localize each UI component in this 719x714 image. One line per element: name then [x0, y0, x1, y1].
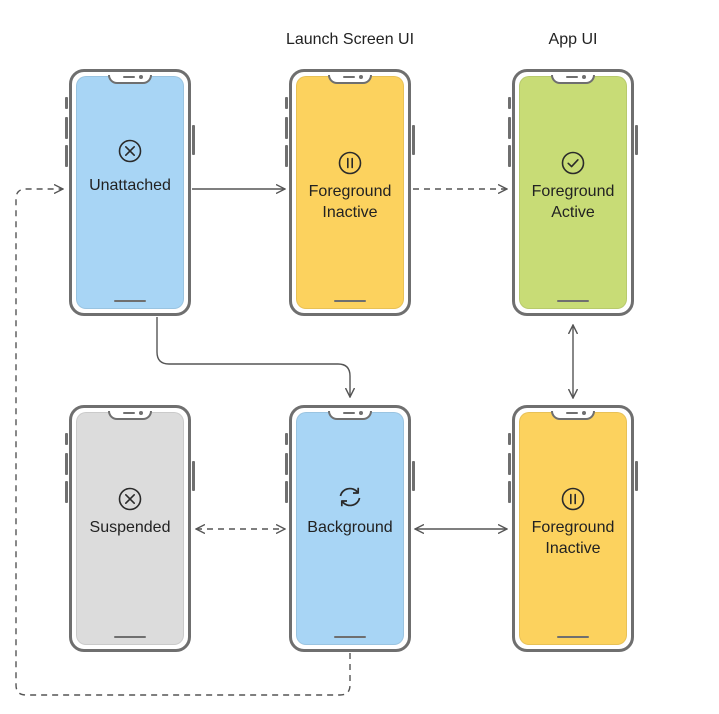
- phone-volume-button: [508, 145, 511, 167]
- phone-screen: [519, 412, 627, 645]
- phone-home-indicator: [557, 636, 589, 638]
- phone-volume-button: [508, 433, 511, 445]
- phone-speaker: [343, 412, 355, 414]
- state-label: Background: [289, 517, 411, 538]
- phone-background: Background: [285, 405, 415, 652]
- phone-screen: [519, 76, 627, 309]
- state-label-line: Background: [307, 519, 393, 536]
- pause-circle-icon: [338, 151, 362, 175]
- phone-camera: [582, 75, 586, 79]
- phone-unattached: Unattached: [65, 69, 195, 316]
- phone-volume-button: [508, 117, 511, 139]
- state-label-line: Active: [551, 204, 595, 221]
- pause-circle-icon: [561, 487, 585, 511]
- phone-volume-button: [508, 453, 511, 475]
- phone-speaker: [123, 76, 135, 78]
- x-circle-icon: [118, 139, 142, 163]
- phone-volume-button: [285, 481, 288, 503]
- header-launch-screen-ui: Launch Screen UI: [285, 31, 415, 48]
- phone-home-indicator: [334, 636, 366, 638]
- phone-speaker: [566, 76, 578, 78]
- check-circle-icon: [561, 151, 585, 175]
- phone-camera: [139, 75, 143, 79]
- phone-speaker: [343, 76, 355, 78]
- phone-volume-button: [508, 481, 511, 503]
- phone-volume-button: [65, 433, 68, 445]
- phone-volume-button: [65, 145, 68, 167]
- phone-volume-button: [285, 117, 288, 139]
- phone-speaker: [123, 412, 135, 414]
- phone-camera: [582, 411, 586, 415]
- phone-volume-button: [285, 453, 288, 475]
- header-app-ui: App UI: [548, 31, 598, 48]
- state-label-line: Foreground: [531, 183, 615, 200]
- state-label-line: Foreground: [531, 519, 615, 536]
- phone-power-button: [635, 461, 638, 491]
- phone-power-button: [412, 461, 415, 491]
- phone-camera: [359, 75, 363, 79]
- x-circle-icon: [118, 487, 142, 511]
- state-label-line: Inactive: [322, 204, 378, 221]
- phone-volume-button: [285, 433, 288, 445]
- state-label-line: Foreground: [308, 183, 392, 200]
- phone-power-button: [192, 125, 195, 155]
- state-label: Unattached: [69, 175, 191, 196]
- phone-screen: [76, 76, 184, 309]
- state-label-line: Inactive: [545, 540, 601, 557]
- phone-volume-button: [65, 97, 68, 109]
- phone-volume-button: [285, 145, 288, 167]
- phone-power-button: [192, 461, 195, 491]
- arrow-background-to-unattached: [15, 189, 351, 696]
- state-label-line: Suspended: [89, 519, 171, 536]
- phone-volume-button: [65, 117, 68, 139]
- phone-home-indicator: [557, 300, 589, 302]
- state-label-line: Unattached: [89, 177, 171, 194]
- phone-screen: [296, 76, 404, 309]
- phone-speaker: [566, 412, 578, 414]
- phone-volume-button: [65, 481, 68, 503]
- arrow-unattached-to-background: [156, 317, 350, 397]
- phone-home-indicator: [114, 636, 146, 638]
- phone-volume-button: [65, 453, 68, 475]
- state-label: Suspended: [69, 517, 191, 538]
- phone-power-button: [412, 125, 415, 155]
- phone-power-button: [635, 125, 638, 155]
- refresh-icon: [336, 485, 364, 509]
- phone-volume-button: [285, 97, 288, 109]
- phone-camera: [359, 411, 363, 415]
- phone-camera: [139, 411, 143, 415]
- phone-home-indicator: [114, 300, 146, 302]
- phone-suspended: Suspended: [65, 405, 195, 652]
- phone-volume-button: [508, 97, 511, 109]
- phone-home-indicator: [334, 300, 366, 302]
